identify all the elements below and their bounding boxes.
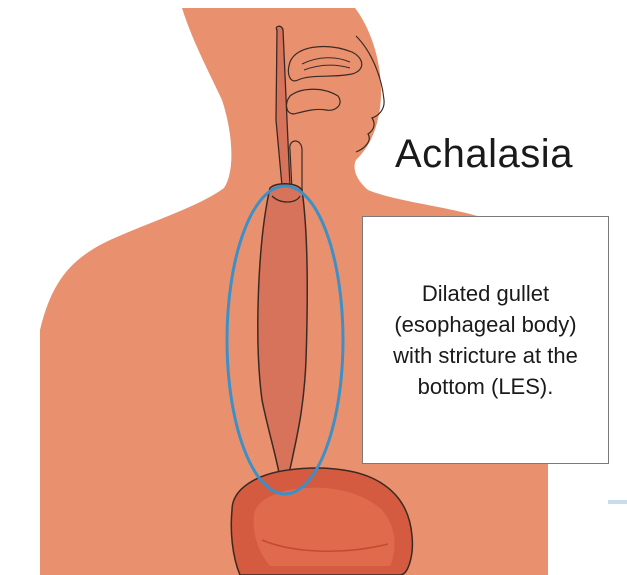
callout-line: (esophageal body) [393, 309, 578, 340]
callout-text: Dilated gullet (esophageal body) with st… [387, 278, 584, 402]
oral-cavity [287, 89, 341, 114]
callout-line: with stricture at the [393, 340, 578, 371]
trachea [290, 141, 302, 190]
callout-box: Dilated gullet (esophageal body) with st… [362, 216, 609, 464]
callout-line: bottom (LES). [393, 371, 578, 402]
callout-line: Dilated gullet [393, 278, 578, 309]
diagram-title: Achalasia [395, 132, 573, 177]
